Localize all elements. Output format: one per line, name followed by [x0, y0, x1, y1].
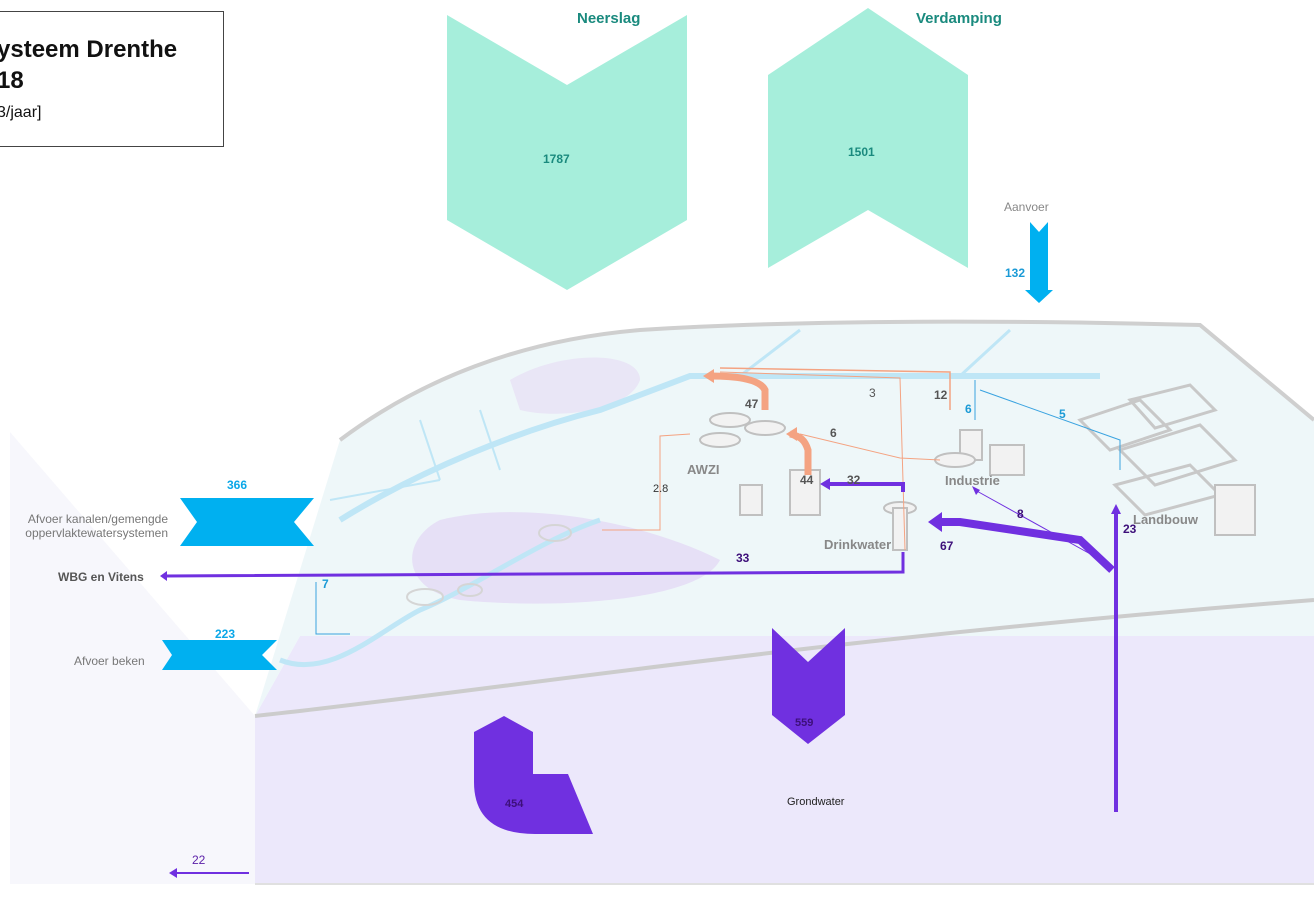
flow-32-head — [820, 478, 830, 490]
supply-value: 132 — [1005, 266, 1026, 280]
drinking-water-label: Drinkwater — [824, 537, 892, 552]
field-lines — [329, 409, 501, 501]
title-line-2: 18 — [0, 67, 24, 94]
blue-flow-5 — [979, 389, 1121, 470]
wbg-small-value: 7 — [322, 577, 329, 591]
flow-3-value: 3 — [869, 386, 876, 400]
awzi-flow-47 — [709, 372, 769, 410]
groundwater-arrow-454 — [474, 716, 593, 834]
precipitation-arrow — [447, 15, 687, 290]
layer-edge — [254, 598, 1314, 718]
flow-47-value: 47 — [745, 397, 759, 411]
flow-6-line — [799, 433, 941, 461]
wbg-flow-33 — [164, 552, 905, 578]
flow-6-blue-value: 6 — [965, 402, 972, 416]
land-surface — [255, 321, 1314, 716]
canals-outflow-arrow — [180, 498, 314, 546]
bottom-flow-22-head — [169, 868, 177, 878]
flow-2-8-line — [602, 433, 691, 531]
title-line-1: ysteem Drenthe — [0, 36, 178, 63]
groundwater-454-value: 454 — [505, 798, 524, 810]
canals-outflow-line-1: Afvoer kanalen/gemengde — [27, 512, 168, 526]
wetland-area-2 — [510, 357, 640, 414]
precipitation-value: 1787 — [543, 152, 570, 166]
cattle-icons — [406, 524, 572, 606]
flow-67-head — [928, 512, 942, 532]
flow-32-value: 32 — [847, 473, 861, 487]
awzi-flow-47-head — [703, 369, 714, 383]
land-edge — [338, 319, 1314, 442]
left-wall — [10, 432, 255, 884]
wetland-area — [412, 512, 720, 604]
wbg-flow-head — [160, 571, 167, 581]
drinkwater-flow-32 — [824, 482, 905, 492]
flow-44-head — [786, 427, 797, 441]
river — [279, 517, 601, 668]
flow-2-8-value: 2.8 — [653, 483, 669, 495]
industry-label: Industrie — [945, 473, 1000, 488]
streams-outflow-arrow — [162, 640, 277, 670]
wbg-small-flow — [315, 582, 350, 635]
supply-arrow — [1025, 222, 1053, 303]
precipitation-header: Neerslag — [577, 10, 641, 27]
groundwater-label: Grondwater — [787, 796, 845, 808]
flow-23-value: 23 — [1123, 522, 1137, 536]
flow-8-value: 8 — [1017, 507, 1024, 521]
drinkwater-flow-67 — [940, 518, 1115, 573]
flow-33-value: 33 — [736, 551, 750, 565]
groundwater-arrow-559 — [772, 628, 845, 744]
flow-3-line — [719, 371, 906, 551]
title-unit: 3/jaar] — [0, 104, 42, 121]
flow-12-value: 12 — [934, 388, 948, 402]
main-canal — [338, 373, 1100, 523]
flow-12-line — [719, 367, 951, 410]
flow-6-grey-value: 6 — [830, 426, 837, 440]
canals-outflow-line-2: oppervlaktewatersystemen — [25, 526, 168, 540]
flow-5-value: 5 — [1059, 407, 1066, 421]
groundwater-559-value: 559 — [795, 717, 814, 729]
riser-head — [1111, 504, 1121, 514]
flow-44-value: 44 — [800, 473, 814, 487]
evaporation-value: 1501 — [848, 145, 875, 159]
wbg-label: WBG en Vitens — [58, 570, 144, 584]
bottom-flow-22-value: 22 — [192, 853, 206, 867]
agriculture-label: Landbouw — [1133, 512, 1198, 527]
canals-outflow-value: 366 — [227, 478, 248, 492]
evaporation-arrow — [768, 8, 968, 268]
canals-outflow-label: Afvoer kanalen/gemengde oppervlaktewater… — [10, 512, 168, 540]
supply-header: Aanvoer — [1004, 200, 1049, 214]
title-box: ysteem Drenthe 18 3/jaar] — [0, 11, 224, 147]
awzi-label: AWZI — [687, 462, 720, 477]
flow-67-value: 67 — [940, 539, 954, 553]
evaporation-header: Verdamping — [916, 10, 1002, 27]
streams-outflow-value: 223 — [215, 627, 236, 641]
streams-outflow-label: Afvoer beken — [74, 654, 145, 668]
industry-flow-8 — [974, 489, 1113, 567]
flow-8-head — [972, 486, 980, 495]
